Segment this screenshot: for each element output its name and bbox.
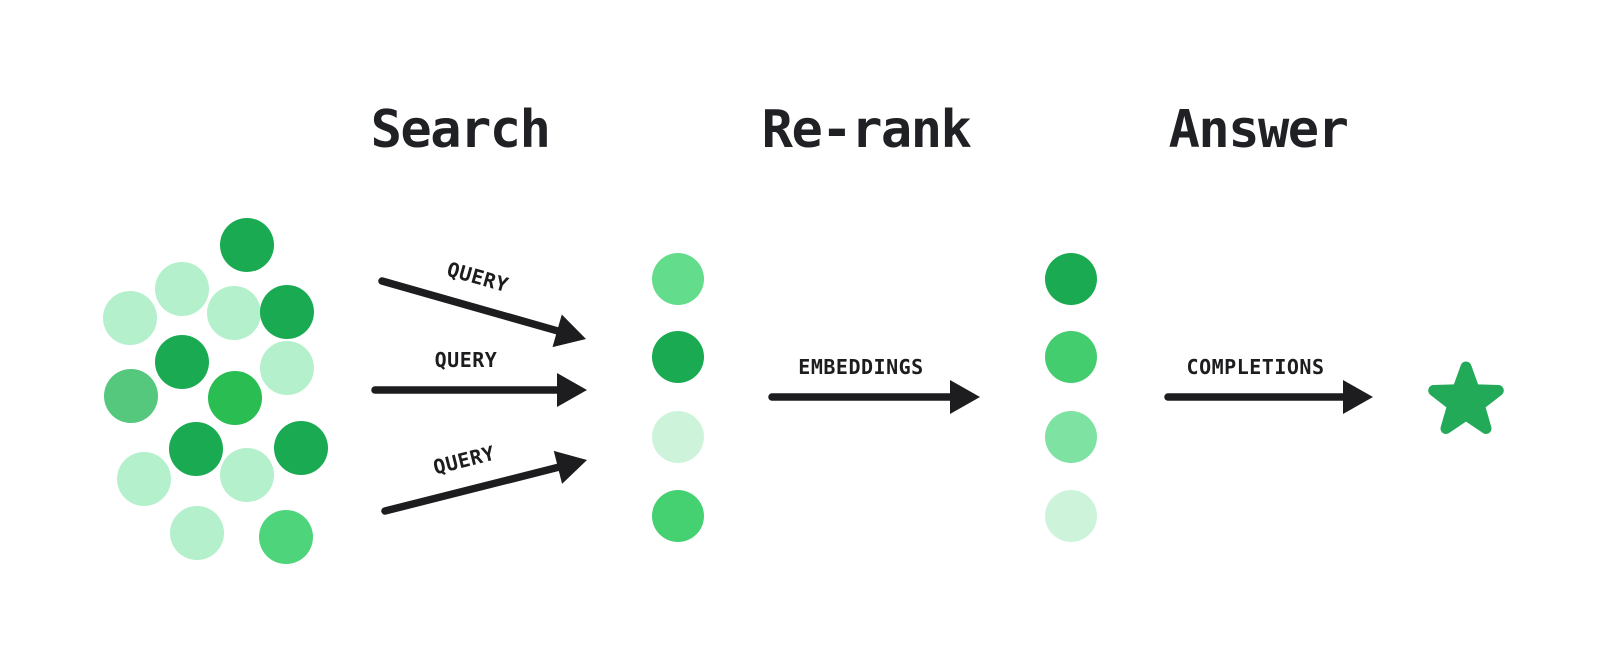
arrow-query: QUERY [371, 348, 587, 407]
arrow-label: COMPLETIONS [1187, 355, 1325, 379]
stage-title-rerank: Re-rank [762, 100, 972, 160]
arrow-head [557, 373, 587, 407]
search-result-dot [652, 331, 704, 383]
document-dot [220, 218, 274, 272]
arrow-label: QUERY [431, 441, 498, 480]
document-dot [220, 448, 274, 502]
document-dot [170, 506, 224, 560]
document-dot [104, 369, 158, 423]
arrow-query: QUERY [378, 257, 586, 348]
document-dot [208, 371, 262, 425]
arrow-head [1343, 380, 1373, 414]
reranked-dot [1045, 411, 1097, 463]
arrow-head [950, 380, 980, 414]
document-dot [260, 285, 314, 339]
search-result-dot [652, 411, 704, 463]
document-dot [103, 291, 157, 345]
search-result-dot [652, 253, 704, 305]
document-dot [259, 510, 313, 564]
answer-star [1428, 361, 1504, 434]
reranked-dot [1045, 331, 1097, 383]
document-cluster [103, 218, 328, 564]
reranked-dot [1045, 253, 1097, 305]
arrow-label: QUERY [435, 348, 498, 372]
star-icon [1428, 361, 1504, 434]
arrow-completions: COMPLETIONS [1164, 355, 1373, 414]
stage-title-answer: Answer [1169, 100, 1348, 160]
arrow-label: EMBEDDINGS [798, 355, 923, 379]
search-results-column [652, 253, 704, 542]
document-dot [117, 452, 171, 506]
document-dot [274, 421, 328, 475]
document-dot [155, 262, 209, 316]
search-result-dot [652, 490, 704, 542]
arrow-head [553, 450, 587, 484]
arrow-query: QUERY [381, 441, 587, 515]
arrow-shaft [378, 277, 567, 337]
arrow-shaft [381, 462, 568, 515]
arrow-head [552, 314, 586, 348]
flow-arrows: QUERY QUERY QUERY EMBEDDINGS COMPLETIONS [371, 257, 1373, 515]
reranked-dot [1045, 490, 1097, 542]
reranked-column [1045, 253, 1097, 542]
arrow-embeddings: EMBEDDINGS [768, 355, 980, 414]
stage-title-search: Search [371, 100, 550, 160]
document-dot [169, 422, 223, 476]
document-dot [260, 341, 314, 395]
arrow-label: QUERY [444, 257, 511, 297]
stage-titles: Search Re-rank Answer [371, 100, 1350, 160]
document-dot [155, 335, 209, 389]
document-dot [207, 286, 261, 340]
